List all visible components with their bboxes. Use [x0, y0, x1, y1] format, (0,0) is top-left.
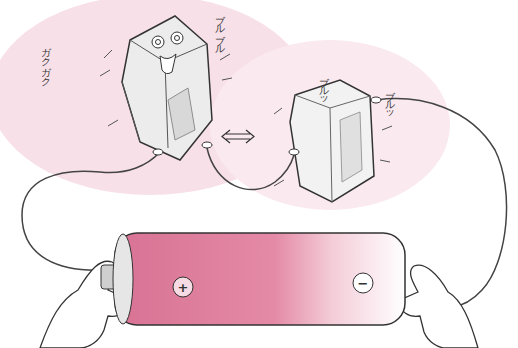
- motion-line: [100, 50, 232, 126]
- crystal-eye: [152, 36, 164, 48]
- wire-clip: [371, 97, 381, 103]
- battery: +−: [95, 225, 425, 330]
- polarity-circle: [353, 273, 373, 293]
- crystal-facet: [340, 112, 362, 182]
- sound-effect: ガクガク: [40, 40, 50, 80]
- wire-clip: [289, 149, 299, 155]
- battery-outline: [95, 225, 425, 330]
- wire-clip: [202, 142, 212, 148]
- crystal-mouth: [160, 54, 176, 74]
- sound-effect: ブルッ: [384, 84, 394, 115]
- wire-clip: [153, 149, 163, 155]
- double-arrow: [222, 130, 254, 143]
- quartz-crystal: [122, 16, 212, 160]
- battery-body: [115, 233, 405, 325]
- wire: [207, 148, 294, 190]
- polarity-sign: +: [178, 281, 189, 294]
- quartz-crystal: [290, 80, 374, 202]
- pink-glow: [210, 40, 450, 210]
- crystal-facet: [122, 40, 207, 148]
- right-hand: [400, 265, 478, 348]
- crystal-facet: [295, 95, 370, 202]
- crystal-eye: [175, 36, 180, 41]
- sound-effect: ブルッ: [318, 70, 328, 101]
- polarity-circle: [173, 277, 193, 297]
- crystal-eye: [171, 32, 183, 44]
- battery-end: [113, 234, 133, 324]
- crystal-eye: [156, 40, 161, 45]
- polarity-sign: −: [358, 277, 369, 290]
- sound-effect: ブルブル: [214, 8, 224, 48]
- crystal-facet: [168, 88, 195, 140]
- motion-line: [274, 108, 392, 186]
